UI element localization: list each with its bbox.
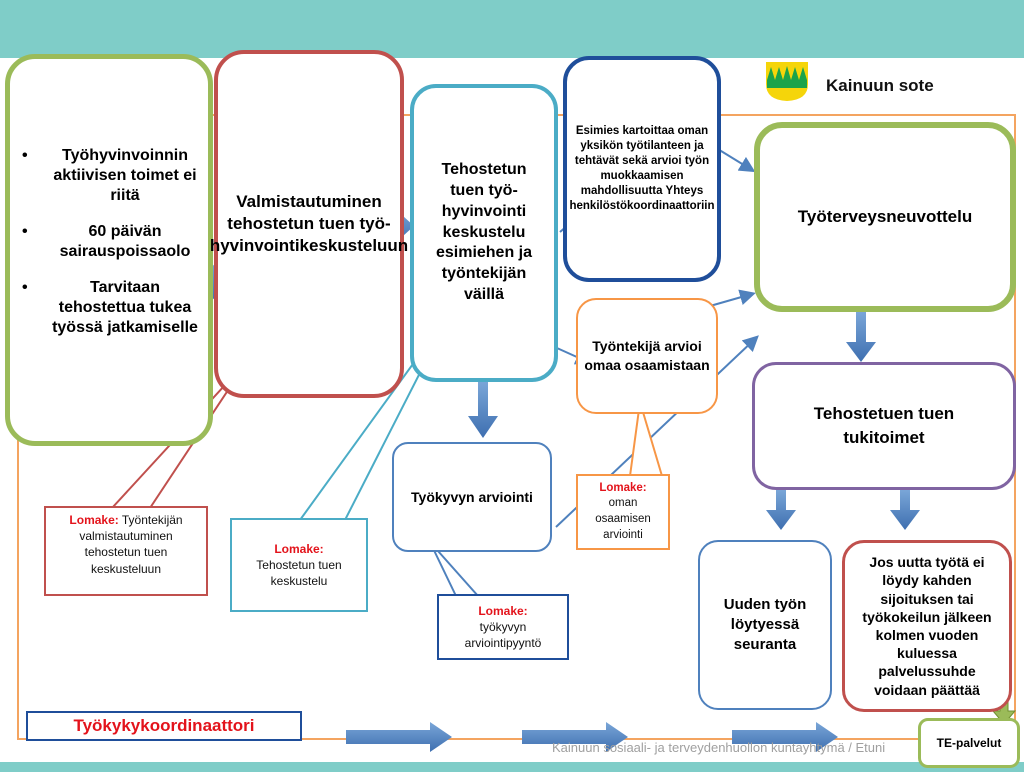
block-arrow-down-1 xyxy=(468,382,498,438)
discussion-box: Tehostetun tuen työ-hyvinvointi keskuste… xyxy=(410,84,558,382)
bottom-band xyxy=(0,762,1024,772)
form-label: Lomake: xyxy=(69,513,119,527)
te-services-box: TE-palvelut xyxy=(918,718,1020,768)
form-label: Lomake: xyxy=(599,481,647,494)
footer-text: Kainuun sosiaali- ja terveydenhuollon ku… xyxy=(552,740,886,755)
requirements-box: •Työhyvinvoinnin aktiivisen toimet ei ri… xyxy=(5,54,213,446)
form-text: Työntekijän valmistautuminen tehostetun … xyxy=(79,513,183,576)
top-band xyxy=(0,0,1024,58)
block-arrow-down-3 xyxy=(766,490,796,530)
block-arrow-bottom-1 xyxy=(346,722,452,752)
block-arrow-down-4 xyxy=(890,490,920,530)
block-arrow-bottom-3 xyxy=(732,722,838,752)
competence-form-callout: Lomake: oman osaamisen arviointi xyxy=(576,474,670,550)
form-text: Tehostetun tuen keskustelu xyxy=(256,557,342,589)
support-measures-box: Tehostetuen tuen tukitoimet xyxy=(752,362,1016,490)
work-ability-box: Työkyvyn arviointi xyxy=(392,442,552,552)
self-assessment-box: Työntekijä arvioi omaa osaamistaan xyxy=(576,298,718,414)
form-text: työkyvyn arviointipyyntö xyxy=(464,619,542,651)
kainuun-sote-logo xyxy=(766,62,808,101)
work-ability-form-callout: Lomake: työkyvyn arviointipyyntö xyxy=(437,594,569,660)
requirement-item: •Tarvitaan tehostettua tukea työssä jatk… xyxy=(22,279,198,336)
discussion-form-callout: Lomake: Tehostetun tuen keskustelu xyxy=(230,518,368,612)
block-arrow-bottom-2 xyxy=(522,722,628,752)
requirement-item: •60 päivän sairauspoissaolo xyxy=(22,223,191,260)
preparation-form-callout: Lomake: Työntekijän valmistautuminen teh… xyxy=(44,506,208,596)
no-new-job-box: Jos uutta työtä ei löydy kahden sijoituk… xyxy=(842,540,1012,712)
brand-name: Kainuun sote xyxy=(826,76,934,95)
form-label: Lomake: xyxy=(274,541,324,556)
supervisor-box: Esimies kartoittaa oman yksikön työtilan… xyxy=(563,56,721,282)
follow-up-box: Uuden työn löytyessä seuranta xyxy=(698,540,832,710)
occupational-health-box: Työterveysneuvottelu xyxy=(754,122,1016,312)
requirement-item: •Työhyvinvoinnin aktiivisen toimet ei ri… xyxy=(22,147,197,204)
preparation-box: Valmistautuminen tehostetun tuen työ-hyv… xyxy=(210,50,408,398)
form-text: oman osaamisen arviointi xyxy=(595,497,651,541)
coordinator-label: Työkykykoordinaattori xyxy=(26,711,302,741)
form-label: Lomake: xyxy=(478,603,528,618)
block-arrow-down-2 xyxy=(846,312,876,362)
